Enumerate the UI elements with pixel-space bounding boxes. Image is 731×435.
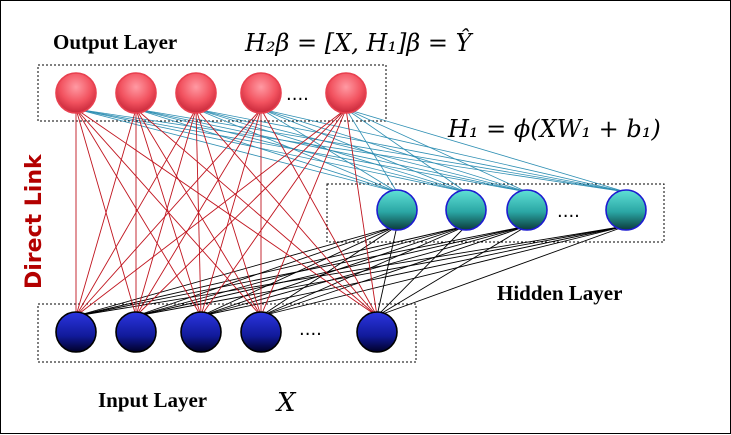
input-node	[240, 311, 282, 353]
input-hidden-edge	[376, 225, 627, 317]
direct-link-edge	[75, 108, 347, 317]
output-node	[115, 72, 157, 114]
direct-link-edge	[195, 108, 378, 317]
hidden-output-edge	[75, 108, 398, 193]
hidden-equation: H₁ = ϕ(XW₁ + b₁)	[447, 115, 661, 143]
hidden-node	[506, 189, 548, 231]
input-hidden-edge	[260, 225, 398, 317]
network-nodes	[55, 72, 647, 353]
input-hidden-edge	[200, 225, 467, 317]
hidden-output-edge	[345, 108, 627, 193]
output-node	[325, 72, 367, 114]
hidden-output-edge	[195, 108, 627, 193]
input-hidden-edge	[135, 225, 467, 317]
hidden-output-edge	[195, 108, 398, 193]
direct-link-edge	[200, 108, 262, 317]
direct-link-edge	[135, 108, 347, 317]
direct-link-edge	[135, 108, 197, 317]
output-layer-box	[37, 64, 387, 122]
network-edges	[75, 108, 627, 317]
hidden-output-edge	[135, 108, 528, 193]
direct-link-edge	[75, 108, 137, 317]
input-hidden-edge	[135, 225, 528, 317]
direct-link-edge	[195, 108, 262, 317]
direct-link-edge	[345, 108, 378, 317]
output-node	[175, 72, 217, 114]
output-node	[240, 72, 282, 114]
hidden-output-edge	[75, 108, 627, 193]
input-hidden-edge	[75, 225, 398, 317]
input-symbol: X	[275, 388, 297, 418]
input-hidden-edge	[376, 225, 467, 317]
hidden-output-edge	[345, 108, 528, 193]
output-equation: H₂β = [X, H₁]β = Ŷ	[244, 28, 474, 57]
input-hidden-edge	[376, 225, 528, 317]
direct-link-edge	[75, 108, 262, 317]
input-layer-label: Input Layer	[98, 388, 207, 412]
input-hidden-edge	[135, 225, 398, 317]
input-hidden-edge	[376, 225, 398, 317]
hidden-output-edge	[260, 108, 467, 193]
direct-link-edge	[135, 108, 262, 317]
input-node	[55, 311, 97, 353]
hidden-node	[605, 189, 647, 231]
hidden-output-edge	[195, 108, 528, 193]
input-hidden-edge	[75, 225, 627, 317]
hidden-output-edge	[75, 108, 467, 193]
input-hidden-edge	[260, 225, 627, 317]
output-layer-label: Output Layer	[53, 30, 177, 54]
hidden-ellipsis: ....	[557, 201, 580, 222]
direct-link-label: Direct Link	[22, 153, 47, 289]
output-ellipsis: ....	[286, 84, 309, 105]
input-hidden-edge	[200, 225, 627, 317]
input-node	[356, 311, 398, 353]
hidden-output-edge	[345, 108, 398, 193]
direct-link-edge	[75, 108, 202, 317]
input-hidden-edge	[260, 225, 528, 317]
hidden-node	[445, 189, 487, 231]
input-hidden-edge	[135, 225, 627, 317]
hidden-output-edge	[260, 108, 528, 193]
direct-link-edge	[260, 108, 378, 317]
hidden-output-edge	[135, 108, 398, 193]
hidden-node	[376, 189, 418, 231]
input-hidden-edge	[260, 225, 467, 317]
hidden-output-edge	[135, 108, 627, 193]
input-hidden-edge	[200, 225, 398, 317]
direct-link-edge	[200, 108, 347, 317]
input-ellipsis: ....	[299, 319, 322, 340]
input-node	[180, 311, 222, 353]
output-node	[55, 72, 97, 114]
hidden-layer-label: Hidden Layer	[497, 281, 622, 305]
direct-link-edge	[135, 108, 378, 317]
input-hidden-edge	[75, 225, 467, 317]
hidden-output-edge	[260, 108, 627, 193]
direct-link-edge	[75, 108, 378, 317]
hidden-output-edge	[75, 108, 528, 193]
input-node	[115, 311, 157, 353]
hidden-output-edge	[345, 108, 467, 193]
direct-link-edge	[260, 108, 347, 317]
